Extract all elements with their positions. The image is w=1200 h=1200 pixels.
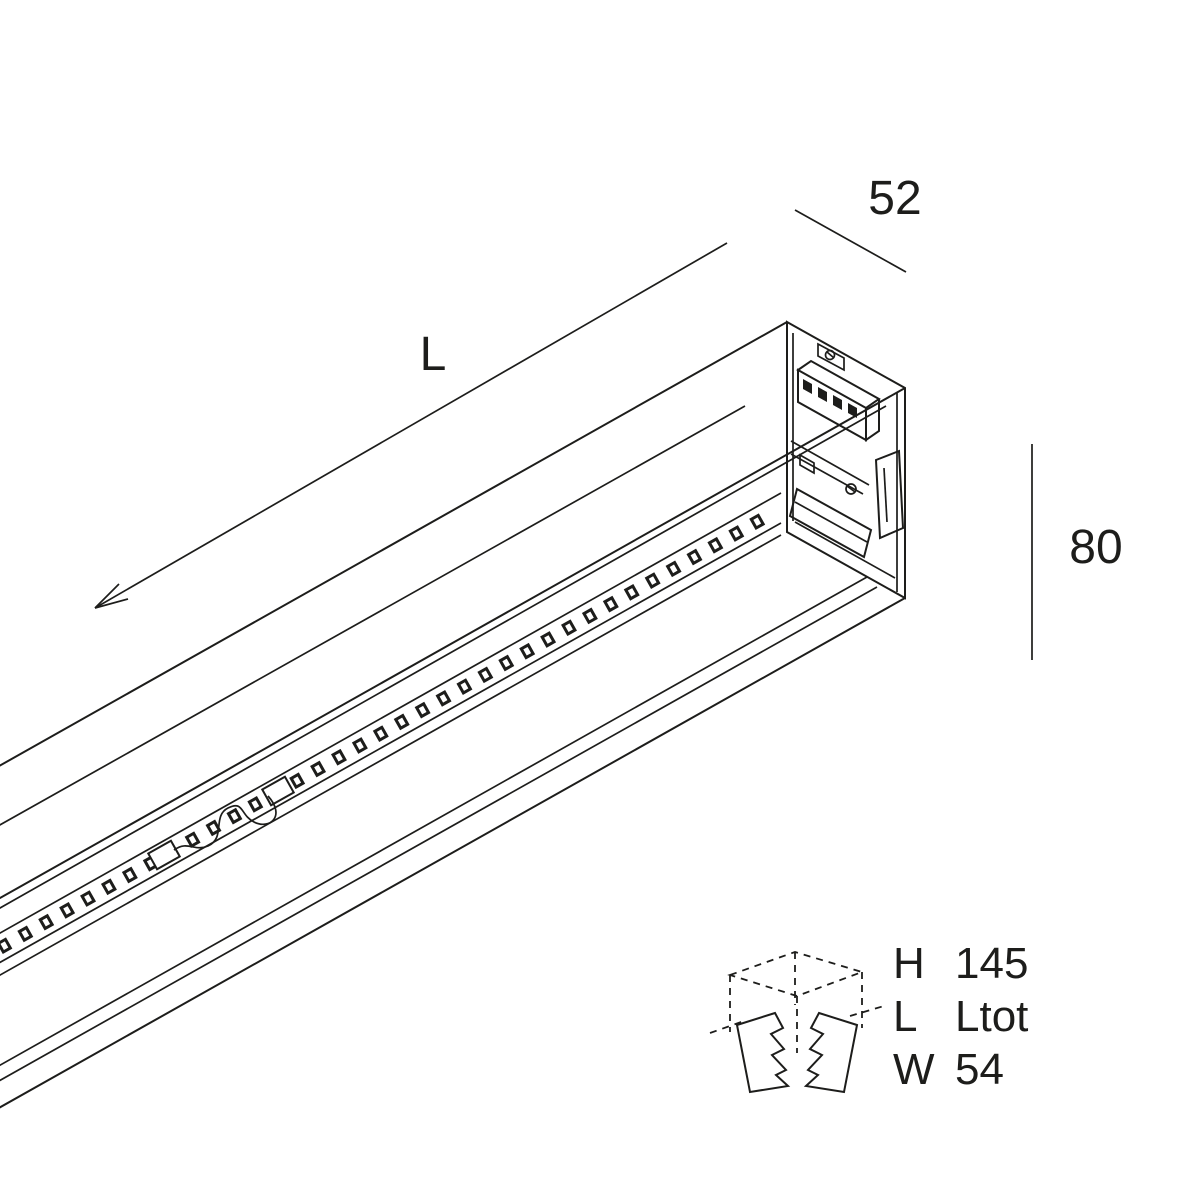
mounting-tab: [817, 342, 845, 372]
dimension-width-label: 52: [868, 172, 921, 225]
legend-value-w: 54: [955, 1045, 1004, 1094]
mounting-inset-housing: [709, 951, 885, 1053]
profile-outline-path: [0, 320, 906, 1109]
terminal-block-body: [796, 359, 881, 442]
wiring-detail: [146, 775, 296, 871]
profile-inner-lines: [0, 333, 898, 1082]
screw-bottom-icon: [845, 483, 857, 495]
wire-cable: [173, 795, 277, 851]
wire-connector-right: [260, 775, 296, 807]
led-strip: [0, 492, 782, 964]
mounting-inset-trim-left: [735, 1011, 791, 1094]
cable-entry-block: [799, 453, 815, 475]
legend-key-w: W: [893, 1045, 935, 1094]
screw-bottom-slot: [846, 485, 856, 493]
dimension-length-line: [94, 242, 728, 609]
legend-value-l: Ltot: [955, 992, 1028, 1041]
dimension-width: 52: [794, 172, 922, 273]
cable-clamp-fold: [794, 501, 868, 543]
legend-key-l: L: [893, 992, 917, 1041]
mounting-inset-trim-right: [803, 1011, 859, 1094]
legend: H 145 L Ltot W 54: [893, 939, 1028, 1094]
dimension-width-line: [794, 209, 907, 273]
dimension-length: L: [94, 242, 728, 609]
legend-value-h: 145: [955, 939, 1028, 988]
dimension-length-arrow: [94, 583, 129, 609]
end-bracket: [874, 449, 905, 540]
led-strip-edges: [0, 492, 782, 964]
end-cap-assembly: [788, 342, 905, 559]
legend-key-h: H: [893, 939, 925, 988]
terminal-block-ports: [803, 379, 857, 418]
dimension-height-label: 80: [1069, 521, 1122, 574]
mounting-inset: [709, 951, 885, 1094]
screw-top-icon: [824, 349, 836, 361]
cable-clamp-plate: [788, 487, 873, 559]
screw-top-slot: [826, 351, 835, 359]
led-strip-perforations-outline: [0, 513, 766, 956]
dimension-height: 80: [1031, 444, 1123, 660]
end-bracket-slot: [883, 467, 888, 523]
dimension-length-label: L: [420, 328, 447, 381]
profile-body: [0, 320, 906, 1109]
